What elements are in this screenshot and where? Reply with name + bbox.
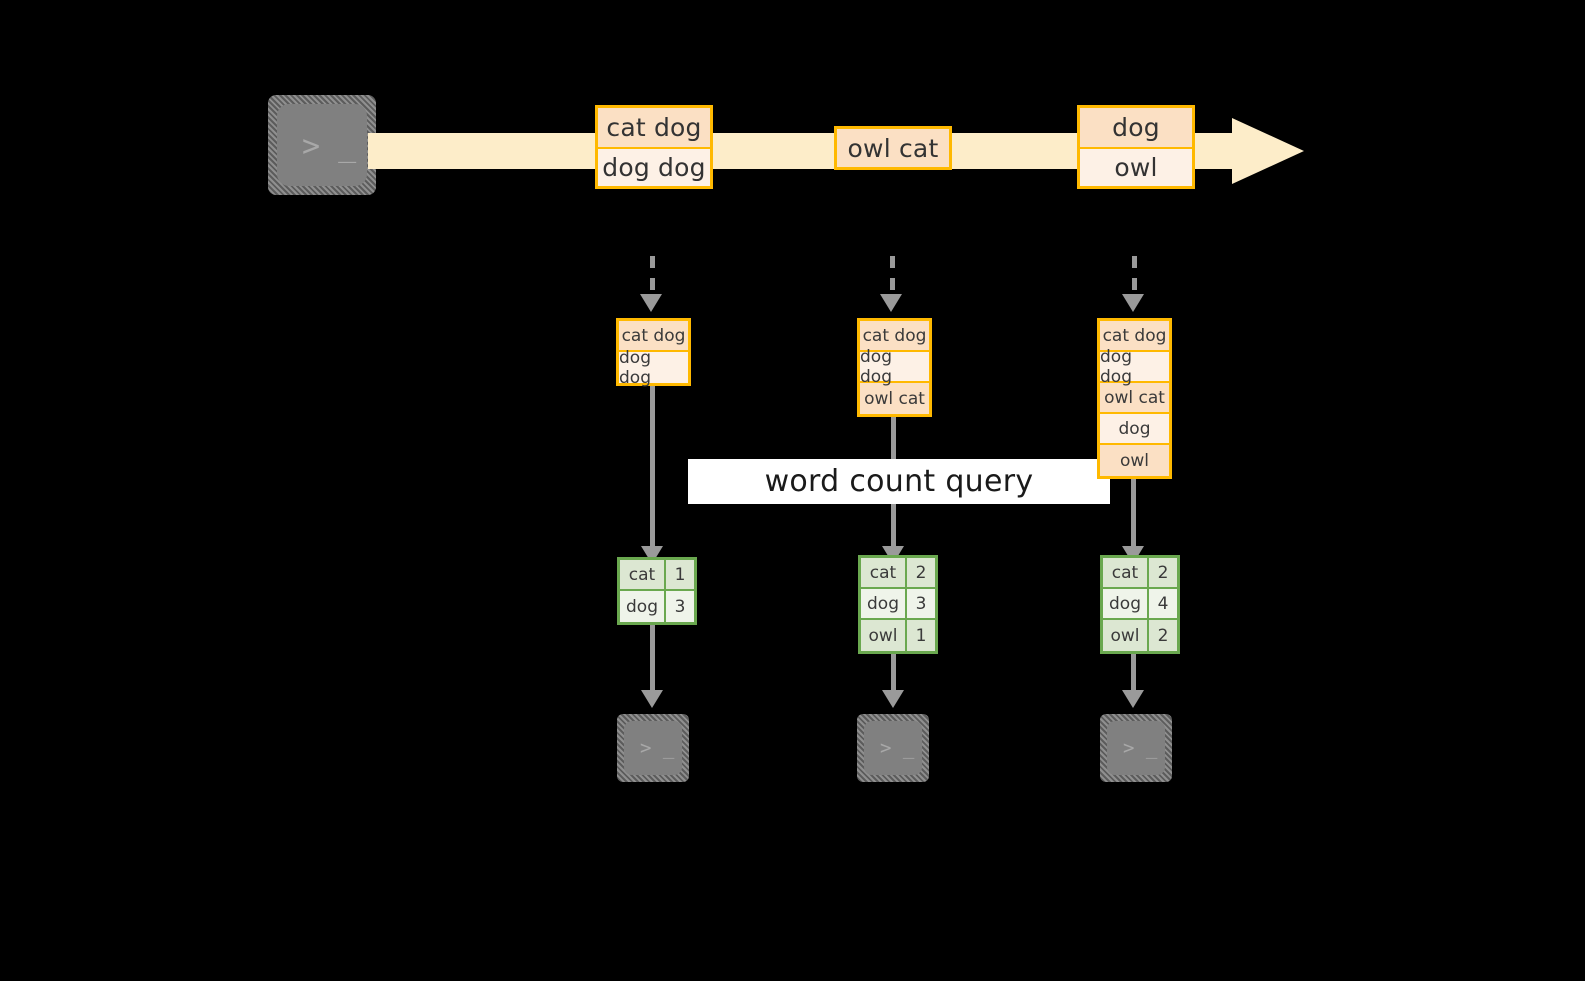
stream-to-snapshot-connector-1 — [650, 256, 655, 298]
stream-to-snapshot-arrowhead-3 — [1122, 294, 1144, 312]
terminal-prompt: > _ — [640, 737, 675, 759]
result-count: 2 — [1149, 558, 1177, 589]
stream-arrowhead-icon — [1232, 118, 1304, 184]
result-row: dog 4 — [1103, 589, 1177, 620]
source-terminal-icon: > _ — [268, 95, 376, 195]
terminal-prompt: > _ — [1123, 737, 1158, 759]
result-count: 3 — [666, 591, 694, 622]
terminal-prompt: > _ — [880, 737, 915, 759]
result-3: cat 2 dog 4 owl 2 — [1100, 555, 1180, 654]
result-count: 1 — [907, 620, 935, 651]
snapshot-to-result-connector-1 — [650, 382, 655, 550]
stream-event-line: owl — [1080, 147, 1192, 186]
terminal-screen: > _ — [277, 104, 367, 186]
sink-terminal-icon-2: > _ — [857, 714, 929, 782]
result-count: 2 — [1149, 620, 1177, 651]
terminal-screen: > _ — [864, 721, 922, 775]
stream-to-snapshot-connector-3 — [1132, 256, 1137, 298]
result-row: owl 1 — [861, 620, 935, 651]
stream-to-snapshot-arrowhead-2 — [880, 294, 902, 312]
snapshot-line: cat dog — [860, 321, 929, 352]
stream-event-group-2: owl cat — [834, 126, 952, 170]
snapshot-3: cat dog dog dog owl cat dog owl — [1097, 318, 1172, 479]
result-word: cat — [1103, 558, 1149, 589]
snapshot-line: dog — [1100, 414, 1169, 445]
stream-to-snapshot-arrowhead-1 — [640, 294, 662, 312]
snapshot-2: cat dog dog dog owl cat — [857, 318, 932, 417]
result-to-sink-connector-2 — [891, 652, 896, 694]
sink-terminal-icon-3: > _ — [1100, 714, 1172, 782]
stream-to-snapshot-connector-2 — [890, 256, 895, 298]
terminal-screen: > _ — [624, 721, 682, 775]
snapshot-to-result-connector-3 — [1131, 474, 1136, 550]
result-count: 2 — [907, 558, 935, 589]
result-word: cat — [861, 558, 907, 589]
result-to-sink-arrowhead-2 — [882, 690, 904, 708]
result-to-sink-connector-1 — [650, 622, 655, 694]
result-word: dog — [1103, 589, 1149, 620]
stream-event-line: cat dog — [598, 108, 710, 147]
result-count: 1 — [666, 560, 694, 591]
result-row: dog 3 — [620, 591, 694, 622]
snapshot-line: cat dog — [619, 321, 688, 352]
result-to-sink-arrowhead-1 — [641, 690, 663, 708]
snapshot-line: owl cat — [860, 383, 929, 414]
result-2: cat 2 dog 3 owl 1 — [858, 555, 938, 654]
terminal-screen: > _ — [1107, 721, 1165, 775]
result-word: dog — [620, 591, 666, 622]
stream-event-group-1: cat dog dog dog — [595, 105, 713, 189]
terminal-prompt: > _ — [302, 129, 357, 164]
result-row: owl 2 — [1103, 620, 1177, 651]
result-to-sink-connector-3 — [1131, 652, 1136, 694]
snapshot-line: dog dog — [619, 348, 688, 388]
snapshot-line: owl — [1100, 445, 1169, 476]
result-row: cat 2 — [861, 558, 935, 589]
result-word: owl — [861, 620, 907, 651]
stream-event-group-3: dog owl — [1077, 105, 1195, 189]
query-label: word count query — [764, 464, 1034, 499]
stream-event-line: owl cat — [837, 129, 949, 167]
result-row: cat 1 — [620, 560, 694, 591]
result-count: 3 — [907, 589, 935, 620]
result-1: cat 1 dog 3 — [617, 557, 697, 625]
result-word: cat — [620, 560, 666, 591]
snapshot-line: owl cat — [1100, 383, 1169, 414]
result-count: 4 — [1149, 589, 1177, 620]
stream-event-line: dog — [1080, 108, 1192, 147]
result-row: cat 2 — [1103, 558, 1177, 589]
result-to-sink-arrowhead-3 — [1122, 690, 1144, 708]
result-word: dog — [861, 589, 907, 620]
snapshot-line: dog dog — [860, 347, 929, 387]
snapshot-1: cat dog dog dog — [616, 318, 691, 388]
stream-event-line: dog dog — [598, 147, 710, 186]
result-row: dog 3 — [861, 589, 935, 620]
result-word: owl — [1103, 620, 1149, 651]
snapshot-line: dog dog — [1100, 347, 1169, 387]
snapshot-line: cat dog — [1100, 321, 1169, 352]
query-banner: word count query — [688, 459, 1110, 504]
sink-terminal-icon-1: > _ — [617, 714, 689, 782]
